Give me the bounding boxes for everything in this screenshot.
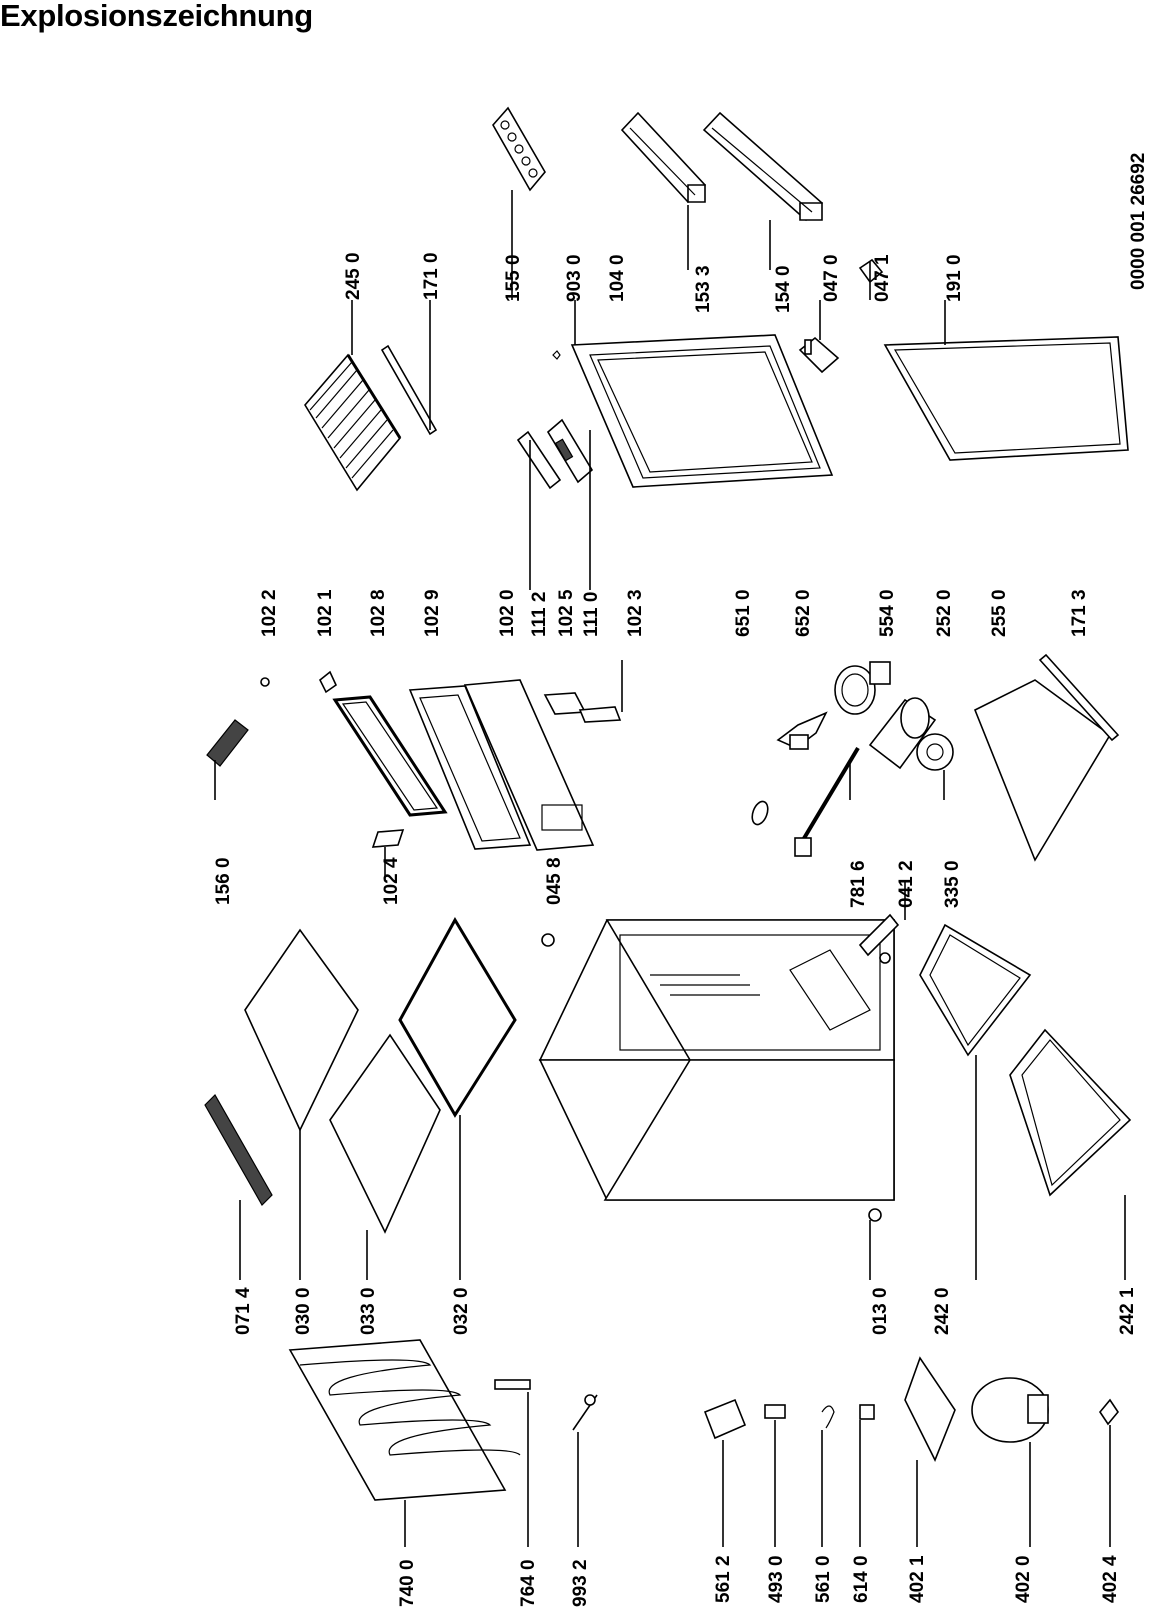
part-drawing-p0130 — [868, 1208, 882, 1222]
part-label-p1713: 171 3 — [1069, 589, 1090, 637]
part-label-p4020: 402 0 — [1013, 1555, 1034, 1603]
part-drawing-p2520 — [868, 697, 937, 770]
part-drawing-p5612 — [703, 1398, 747, 1440]
part-drawing-p1110 — [546, 418, 594, 484]
part-drawing-p0458 — [541, 933, 555, 947]
leader-lines — [214, 190, 1126, 1547]
part-label-p7400: 740 0 — [397, 1559, 418, 1607]
part-label-p1910: 191 0 — [944, 254, 965, 302]
part-drawing-p1040 — [570, 334, 834, 488]
part-drawing-p1029 — [408, 685, 532, 850]
part-label-p5612: 561 2 — [713, 1555, 734, 1603]
part-drawing-p4020 — [971, 1377, 1049, 1443]
part-label-p0130: 013 0 — [870, 1287, 891, 1335]
part-drawing-p3350 — [916, 733, 954, 771]
page-title: Explosionszeichnung — [0, 0, 313, 33]
part-drawing-p1540 — [702, 111, 824, 222]
part-label-p4021: 402 1 — [907, 1555, 928, 1603]
part-drawing-p1023 — [578, 706, 622, 723]
part-drawing-p6510 — [751, 800, 769, 826]
part-label-p2520: 252 0 — [934, 589, 955, 637]
part-label-p1110: 111 0 — [581, 592, 602, 637]
part-label-p1028: 102 8 — [368, 589, 389, 637]
part-label-p5610: 561 0 — [813, 1555, 834, 1603]
part-label-p2550: 255 0 — [989, 589, 1010, 637]
part-label-p9030: 903 0 — [564, 254, 585, 302]
part-drawing-p4021 — [904, 1356, 956, 1462]
part-drawing-p2421 — [1009, 1028, 1132, 1197]
part-drawing-p4024 — [1099, 1398, 1119, 1426]
part-drawing-cabinet — [538, 919, 895, 1201]
part-drawing-p7400 — [288, 1339, 521, 1501]
part-drawing-p7816 — [794, 746, 860, 857]
part-label-p1029: 102 9 — [422, 589, 443, 637]
part-label-p3350: 335 0 — [942, 860, 963, 908]
part-drawing-p0470 — [798, 336, 840, 374]
part-drawing-p2450 — [304, 353, 402, 492]
part-drawing-p1550 — [492, 106, 546, 192]
part-drawing-p1020 — [463, 679, 595, 851]
part-drawing-p0714 — [204, 1094, 273, 1206]
part-label-p2450: 245 0 — [343, 252, 364, 300]
part-labels: 245 0 171 0 155 0 903 0 104 0 153 3 154 … — [213, 252, 1138, 1607]
part-drawing-p1112 — [516, 430, 562, 490]
part-label-p1022: 102 2 — [259, 589, 280, 637]
part-drawing-p1560 — [206, 719, 249, 767]
part-label-p1020: 102 0 — [497, 589, 518, 637]
part-label-p7640: 764 0 — [518, 1559, 539, 1607]
part-label-p1533: 153 3 — [693, 265, 714, 313]
part-label-p0330: 033 0 — [358, 1287, 379, 1335]
part-drawing-p1021 — [318, 670, 338, 694]
part-drawing-p9030 — [552, 350, 561, 360]
part-label-p5540: 554 0 — [877, 589, 898, 637]
part-drawing-p0330 — [329, 1033, 441, 1234]
part-label-p7816: 781 6 — [848, 860, 869, 908]
part-label-p0300: 030 0 — [293, 1287, 314, 1335]
part-drawing-p2420 — [919, 923, 1032, 1057]
part-label-p0470: 047 0 — [821, 254, 842, 302]
part-label-p0458: 045 8 — [544, 857, 565, 905]
part-label-p0412: 041 2 — [896, 860, 917, 908]
part-drawing-p0320 — [398, 916, 517, 1118]
part-label-p9932: 993 2 — [570, 1559, 591, 1607]
part-label-p1021: 102 1 — [315, 589, 336, 637]
part-drawing-p6520 — [776, 711, 828, 750]
part-drawing-p1710 — [380, 344, 438, 436]
part-label-p1710: 171 0 — [421, 252, 442, 300]
part-drawing-p4930 — [764, 1404, 786, 1419]
part-label-p1023: 102 3 — [625, 589, 646, 637]
part-drawing-p5610 — [821, 1405, 835, 1429]
part-drawing-p0412 — [858, 913, 900, 964]
part-drawing-p5540 — [834, 661, 891, 715]
part-label-p1550: 155 0 — [503, 254, 524, 302]
part-drawing-p9932 — [572, 1394, 598, 1431]
part-drawing-p6140 — [859, 1404, 875, 1420]
part-label-p2421: 242 1 — [1117, 1287, 1138, 1335]
part-drawing-p1533 — [620, 111, 707, 204]
part-label-p6510: 651 0 — [733, 589, 754, 637]
part-label-p1025: 102 5 — [556, 589, 577, 637]
part-label-p6520: 652 0 — [793, 589, 814, 637]
part-label-p1540: 154 0 — [773, 265, 794, 313]
part-drawing-p7640 — [494, 1379, 531, 1390]
part-label-p0714: 071 4 — [233, 1287, 254, 1335]
part-drawing-p1028 — [332, 695, 448, 817]
part-drawing-p1022 — [260, 677, 270, 687]
part-drawing-p0300 — [244, 928, 359, 1132]
part-label-p0471: 047 1 — [872, 254, 893, 302]
part-label-p6140: 614 0 — [851, 1555, 872, 1603]
part-drawing-p1024 — [371, 829, 405, 848]
part-drawing-p0471 — [858, 258, 884, 284]
part-drawing-p1910 — [883, 336, 1129, 461]
part-label-p0320: 032 0 — [451, 1287, 472, 1335]
part-drawing-p1713 — [1038, 653, 1120, 742]
part-label-p4024: 402 4 — [1100, 1555, 1121, 1603]
part-label-p4930: 493 0 — [766, 1555, 787, 1603]
part-label-p2420: 242 0 — [932, 1287, 953, 1335]
part-drawing-p1025 — [543, 692, 587, 715]
part-label-p1040: 104 0 — [607, 254, 628, 302]
part-label-p1560: 156 0 — [213, 857, 234, 905]
part-label-p1024: 102 4 — [381, 857, 402, 905]
part-label-p1112: 111 2 — [529, 592, 550, 637]
